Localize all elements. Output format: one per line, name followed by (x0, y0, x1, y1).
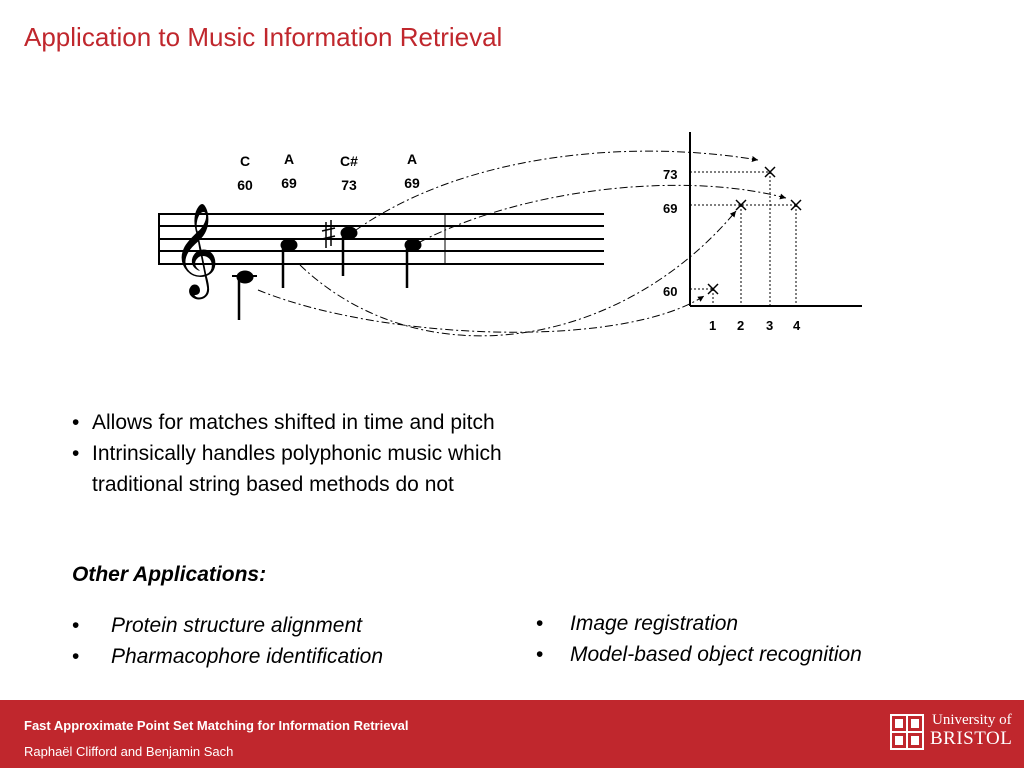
bristol-crest-icon (890, 714, 924, 750)
list-item-text: Pharmacophore identification (111, 645, 383, 668)
note-c (232, 270, 257, 320)
bullet-continuation: traditional string based methods do not (92, 473, 454, 496)
list-item: • Protein structure alignment (72, 610, 383, 641)
note-pitch-label: 73 (341, 177, 357, 193)
note-pitch-label: 69 (404, 175, 420, 191)
bullet-marker: • (72, 411, 80, 434)
pitch-tick-label: 60 (663, 284, 677, 299)
bullet-marker: • (72, 645, 80, 668)
note-a2 (404, 238, 422, 288)
note-a1 (280, 238, 298, 288)
bullet-item: • Allows for matches shifted in time and… (72, 407, 502, 438)
bullet-item: • Intrinsically handles polyphonic music… (72, 438, 502, 469)
bullet-marker: • (72, 442, 80, 465)
bullet-text: Allows for matches shifted in time and p… (92, 411, 495, 434)
list-item: • Pharmacophore identification (72, 641, 383, 672)
treble-clef-icon: 𝄞 (172, 202, 219, 299)
slide-title: Application to Music Information Retriev… (24, 22, 503, 52)
note-name-label: A (407, 151, 417, 167)
time-tick-label: 1 (709, 318, 716, 333)
note-csharp (340, 226, 358, 276)
footer-authors: Raphaël Clifford and Benjamin Sach (24, 744, 234, 759)
applications-list-left: • Protein structure alignment • Pharmaco… (72, 610, 383, 672)
point-marker (735, 199, 747, 211)
footer-title: Fast Approximate Point Set Matching for … (24, 718, 409, 733)
bullet-marker: • (72, 614, 80, 637)
note-name-label: A (284, 151, 294, 167)
time-tick-label: 2 (737, 318, 744, 333)
music-pointset-figure: 𝄞 C A C# A 60 69 73 69 73 6 (158, 132, 862, 337)
time-tick-label: 4 (793, 318, 801, 333)
bullet-text: Intrinsically handles polyphonic music w… (92, 442, 502, 465)
guide-lines (690, 171, 797, 306)
logo-line2: BRISTOL (930, 728, 1013, 749)
point-marker (790, 199, 802, 211)
university-logo: University of BRISTOL (890, 712, 1013, 754)
list-item: • Image registration (536, 608, 862, 639)
list-item-text: Image registration (570, 612, 739, 635)
mapping-arrows (257, 150, 787, 337)
footer-bar: Fast Approximate Point Set Matching for … (0, 700, 1024, 768)
point-marker (707, 283, 719, 295)
list-item-text: Protein structure alignment (111, 614, 362, 637)
note-pitch-label: 69 (281, 175, 297, 191)
list-item-text: Model-based object recognition (570, 643, 862, 666)
note-name-label: C (240, 153, 250, 169)
logo-line1: University of (932, 712, 1012, 728)
other-applications-heading: Other Applications: (72, 563, 267, 586)
pitch-tick-label: 73 (663, 167, 677, 182)
applications-list-right: • Image registration • Model-based objec… (536, 608, 862, 670)
bullet-marker: • (536, 643, 544, 666)
time-tick-label: 3 (766, 318, 773, 333)
bullet-marker: • (536, 612, 544, 635)
note-name-label: C# (340, 153, 358, 169)
pointset-axes (689, 132, 862, 307)
music-staff (158, 213, 604, 265)
sharp-icon (321, 220, 336, 248)
pitch-tick-label: 69 (663, 201, 677, 216)
point-marker (764, 166, 776, 178)
feature-bullets: • Allows for matches shifted in time and… (72, 407, 502, 500)
list-item: • Model-based object recognition (536, 639, 862, 670)
note-pitch-label: 60 (237, 177, 253, 193)
